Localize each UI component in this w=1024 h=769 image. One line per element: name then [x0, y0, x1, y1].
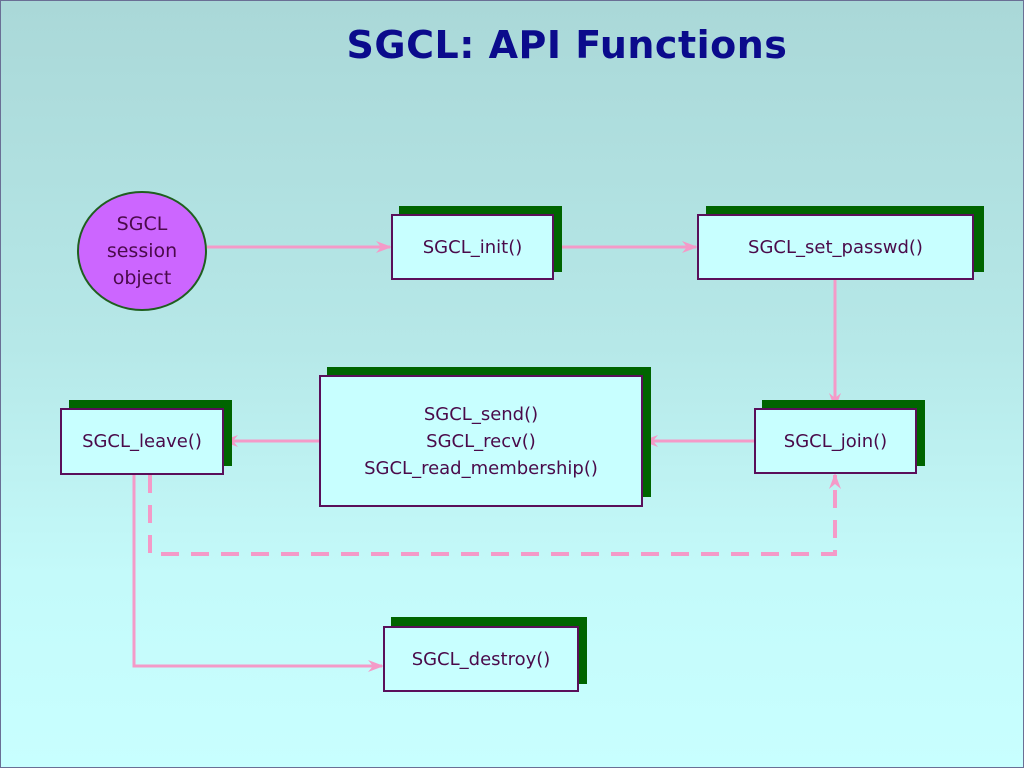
- join-node[interactable]: SGCL_join(): [754, 408, 917, 474]
- session-object-node[interactable]: SGCL session object: [77, 191, 207, 311]
- edge-leave-to-join-dashed: [148, 473, 841, 556]
- slide-title: SGCL: API Functions: [346, 23, 788, 67]
- set-passwd-node[interactable]: SGCL_set_passwd(): [697, 214, 974, 280]
- io-node-read-membership: SGCL_read_membership(): [364, 457, 598, 479]
- destroy-node[interactable]: SGCL_destroy(): [383, 626, 579, 692]
- session-object-line-1: SGCL: [116, 212, 168, 235]
- leave-node-label: SGCL_leave(): [82, 431, 202, 452]
- session-object-line-2: session: [106, 239, 178, 262]
- io-node[interactable]: SGCL_send() SGCL_recv() SGCL_read_member…: [319, 375, 643, 507]
- session-object-line-3: object: [112, 266, 172, 289]
- leave-node[interactable]: SGCL_leave(): [60, 408, 224, 475]
- io-node-send: SGCL_send(): [423, 403, 539, 425]
- io-node-recv: SGCL_recv(): [426, 430, 536, 452]
- init-node[interactable]: SGCL_init(): [391, 214, 554, 280]
- init-node-label: SGCL_init(): [422, 236, 523, 258]
- edge-leave-to-destroy: [132, 475, 384, 672]
- destroy-node-label: SGCL_destroy(): [411, 648, 551, 670]
- set-passwd-node-label: SGCL_set_passwd(): [748, 236, 923, 258]
- join-node-label: SGCL_join(): [783, 430, 888, 452]
